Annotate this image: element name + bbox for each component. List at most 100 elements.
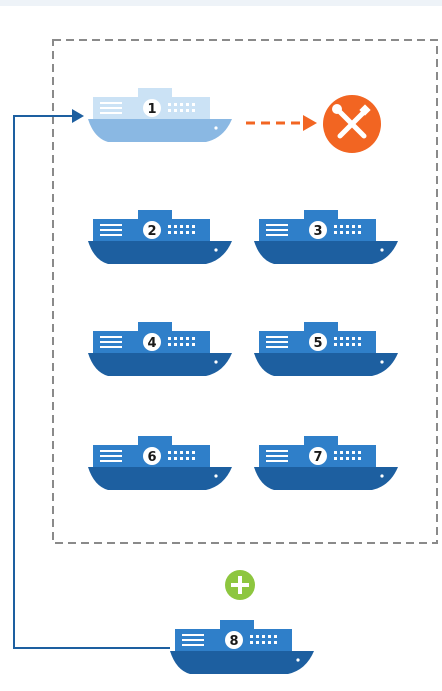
ship-bridge [138,210,172,219]
cabin-window [274,635,277,638]
cabin-window [180,457,183,460]
ship-bridge [138,322,172,331]
cabin-window [174,109,177,112]
maintenance-arrowhead [303,115,317,131]
ship-4: 4 [88,322,232,376]
ship-number: 1 [147,102,156,117]
cabin-window [334,225,337,228]
cabin-window [186,225,189,228]
cabin-stripe [100,234,122,236]
cabin-window [352,343,355,346]
cabin-window [262,641,265,644]
cabin-window [168,231,171,234]
cabin-window [358,225,361,228]
cabin-window [174,451,177,454]
cabin-stripe [266,450,288,452]
cabin-window [352,231,355,234]
cabin-stripe [100,107,122,109]
cabin-window [174,231,177,234]
cabin-window [358,343,361,346]
cabin-window [168,337,171,340]
ship-number: 6 [147,450,156,465]
ship-number: 8 [229,634,238,649]
cabin-window [186,103,189,106]
plus-icon [225,570,255,600]
cabin-window [250,635,253,638]
ship-hull [88,241,232,264]
ship-number: 2 [147,224,156,239]
cabin-stripe [266,234,288,236]
cabin-window [346,343,349,346]
cabin-window [268,635,271,638]
cabin-window [334,451,337,454]
cabin-window [340,231,343,234]
cabin-window [334,337,337,340]
cabin-stripe [266,346,288,348]
cabin-stripe [266,224,288,226]
cabin-window [186,457,189,460]
cabin-stripe [100,455,122,457]
ship-hull [254,241,398,264]
cabin-window [168,451,171,454]
cabin-window [340,451,343,454]
cabin-window [180,451,183,454]
cabin-window [346,337,349,340]
cabin-window [174,103,177,106]
cabin-stripe [100,224,122,226]
cabin-stripe [182,639,204,641]
cabin-window [358,451,361,454]
cabin-window [186,337,189,340]
cabin-stripe [182,644,204,646]
cabin-window [346,457,349,460]
cabin-window [174,457,177,460]
cabin-stripe [182,634,204,636]
cabin-stripe [266,455,288,457]
cabin-stripe [100,336,122,338]
cabin-window [186,451,189,454]
ship-hull [88,119,232,142]
cabin-stripe [266,460,288,462]
cabin-stripe [100,450,122,452]
cabin-window [192,337,195,340]
porthole [214,360,217,363]
cabin-window [192,103,195,106]
cabin-window [180,103,183,106]
cabin-window [192,343,195,346]
cabin-stripe [100,341,122,343]
ship-number: 7 [313,450,322,465]
cabin-window [340,337,343,340]
cabin-stripe [100,229,122,231]
ship-bridge [220,620,254,629]
cabin-window [192,231,195,234]
ship-5: 5 [254,322,398,376]
cabin-window [346,451,349,454]
porthole [214,248,217,251]
cabin-window [346,231,349,234]
ship-hull [254,353,398,376]
porthole [380,360,383,363]
return-arrowhead [72,109,84,123]
ship-3: 3 [254,210,398,264]
porthole [380,248,383,251]
cabin-window [346,225,349,228]
cabin-stripe [100,346,122,348]
cabin-window [358,457,361,460]
ship-number: 4 [147,336,156,351]
cabin-stripe [266,341,288,343]
ship-7: 7 [254,436,398,490]
ship-bridge [138,88,172,97]
cabin-window [352,225,355,228]
cabin-window [180,343,183,346]
cabin-window [262,635,265,638]
ship-bridge [304,322,338,331]
ship-hull [88,467,232,490]
cabin-window [186,109,189,112]
ship-number: 3 [313,224,322,239]
cabin-window [168,457,171,460]
cabin-stripe [266,336,288,338]
ship-1: 1 [88,88,232,142]
cabin-window [180,337,183,340]
cabin-window [334,231,337,234]
cabin-window [274,641,277,644]
